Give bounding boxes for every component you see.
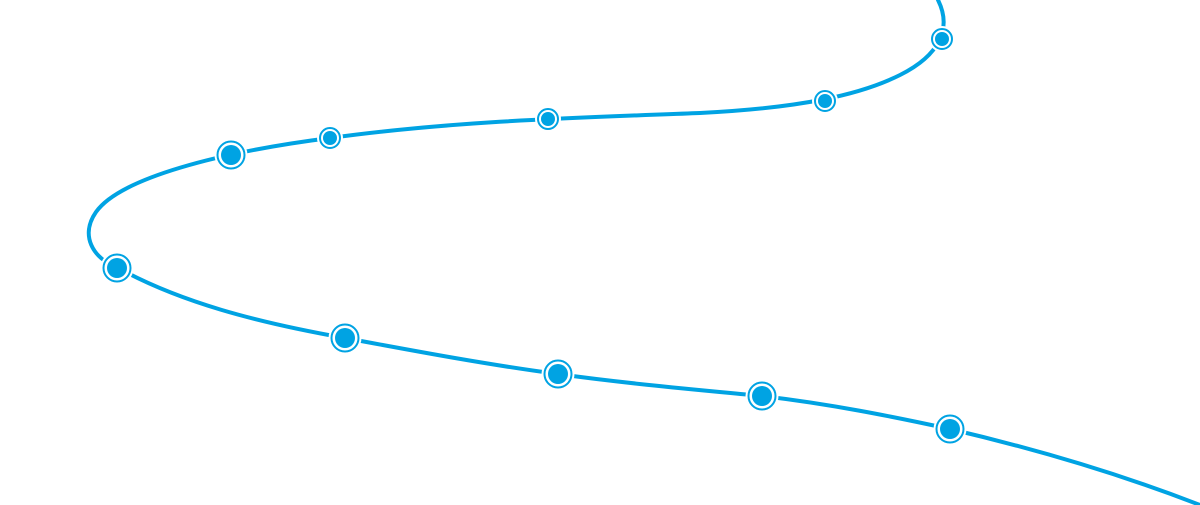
milestone-marker[interactable] xyxy=(933,412,967,446)
milestones-layer xyxy=(100,26,967,446)
milestone-dot xyxy=(548,364,568,384)
milestone-ring xyxy=(537,108,559,130)
milestone-ring xyxy=(814,90,836,112)
milestone-dot xyxy=(752,386,772,406)
milestone-marker[interactable] xyxy=(214,138,248,172)
milestone-dot xyxy=(935,32,949,46)
milestone-dot xyxy=(940,419,960,439)
milestone-ring xyxy=(931,28,953,50)
milestone-ring xyxy=(102,253,132,283)
milestone-dot xyxy=(818,94,832,108)
milestone-marker[interactable] xyxy=(535,106,561,132)
timeline-path xyxy=(86,0,1200,505)
milestone-ring xyxy=(216,140,246,170)
milestone-dot xyxy=(335,328,355,348)
milestone-marker[interactable] xyxy=(541,357,575,391)
milestone-ring xyxy=(319,127,341,149)
milestone-marker[interactable] xyxy=(812,88,838,114)
milestone-marker[interactable] xyxy=(745,379,779,413)
milestone-dot xyxy=(107,258,127,278)
milestone-marker[interactable] xyxy=(100,251,134,285)
milestone-ring xyxy=(330,323,360,353)
milestone-ring xyxy=(543,359,573,389)
milestone-dot xyxy=(221,145,241,165)
milestone-dot xyxy=(541,112,555,126)
milestone-ring xyxy=(935,414,965,444)
milestone-marker[interactable] xyxy=(929,26,955,52)
milestone-marker[interactable] xyxy=(328,321,362,355)
milestone-ring xyxy=(747,381,777,411)
milestone-marker[interactable] xyxy=(317,125,343,151)
milestone-dot xyxy=(323,131,337,145)
